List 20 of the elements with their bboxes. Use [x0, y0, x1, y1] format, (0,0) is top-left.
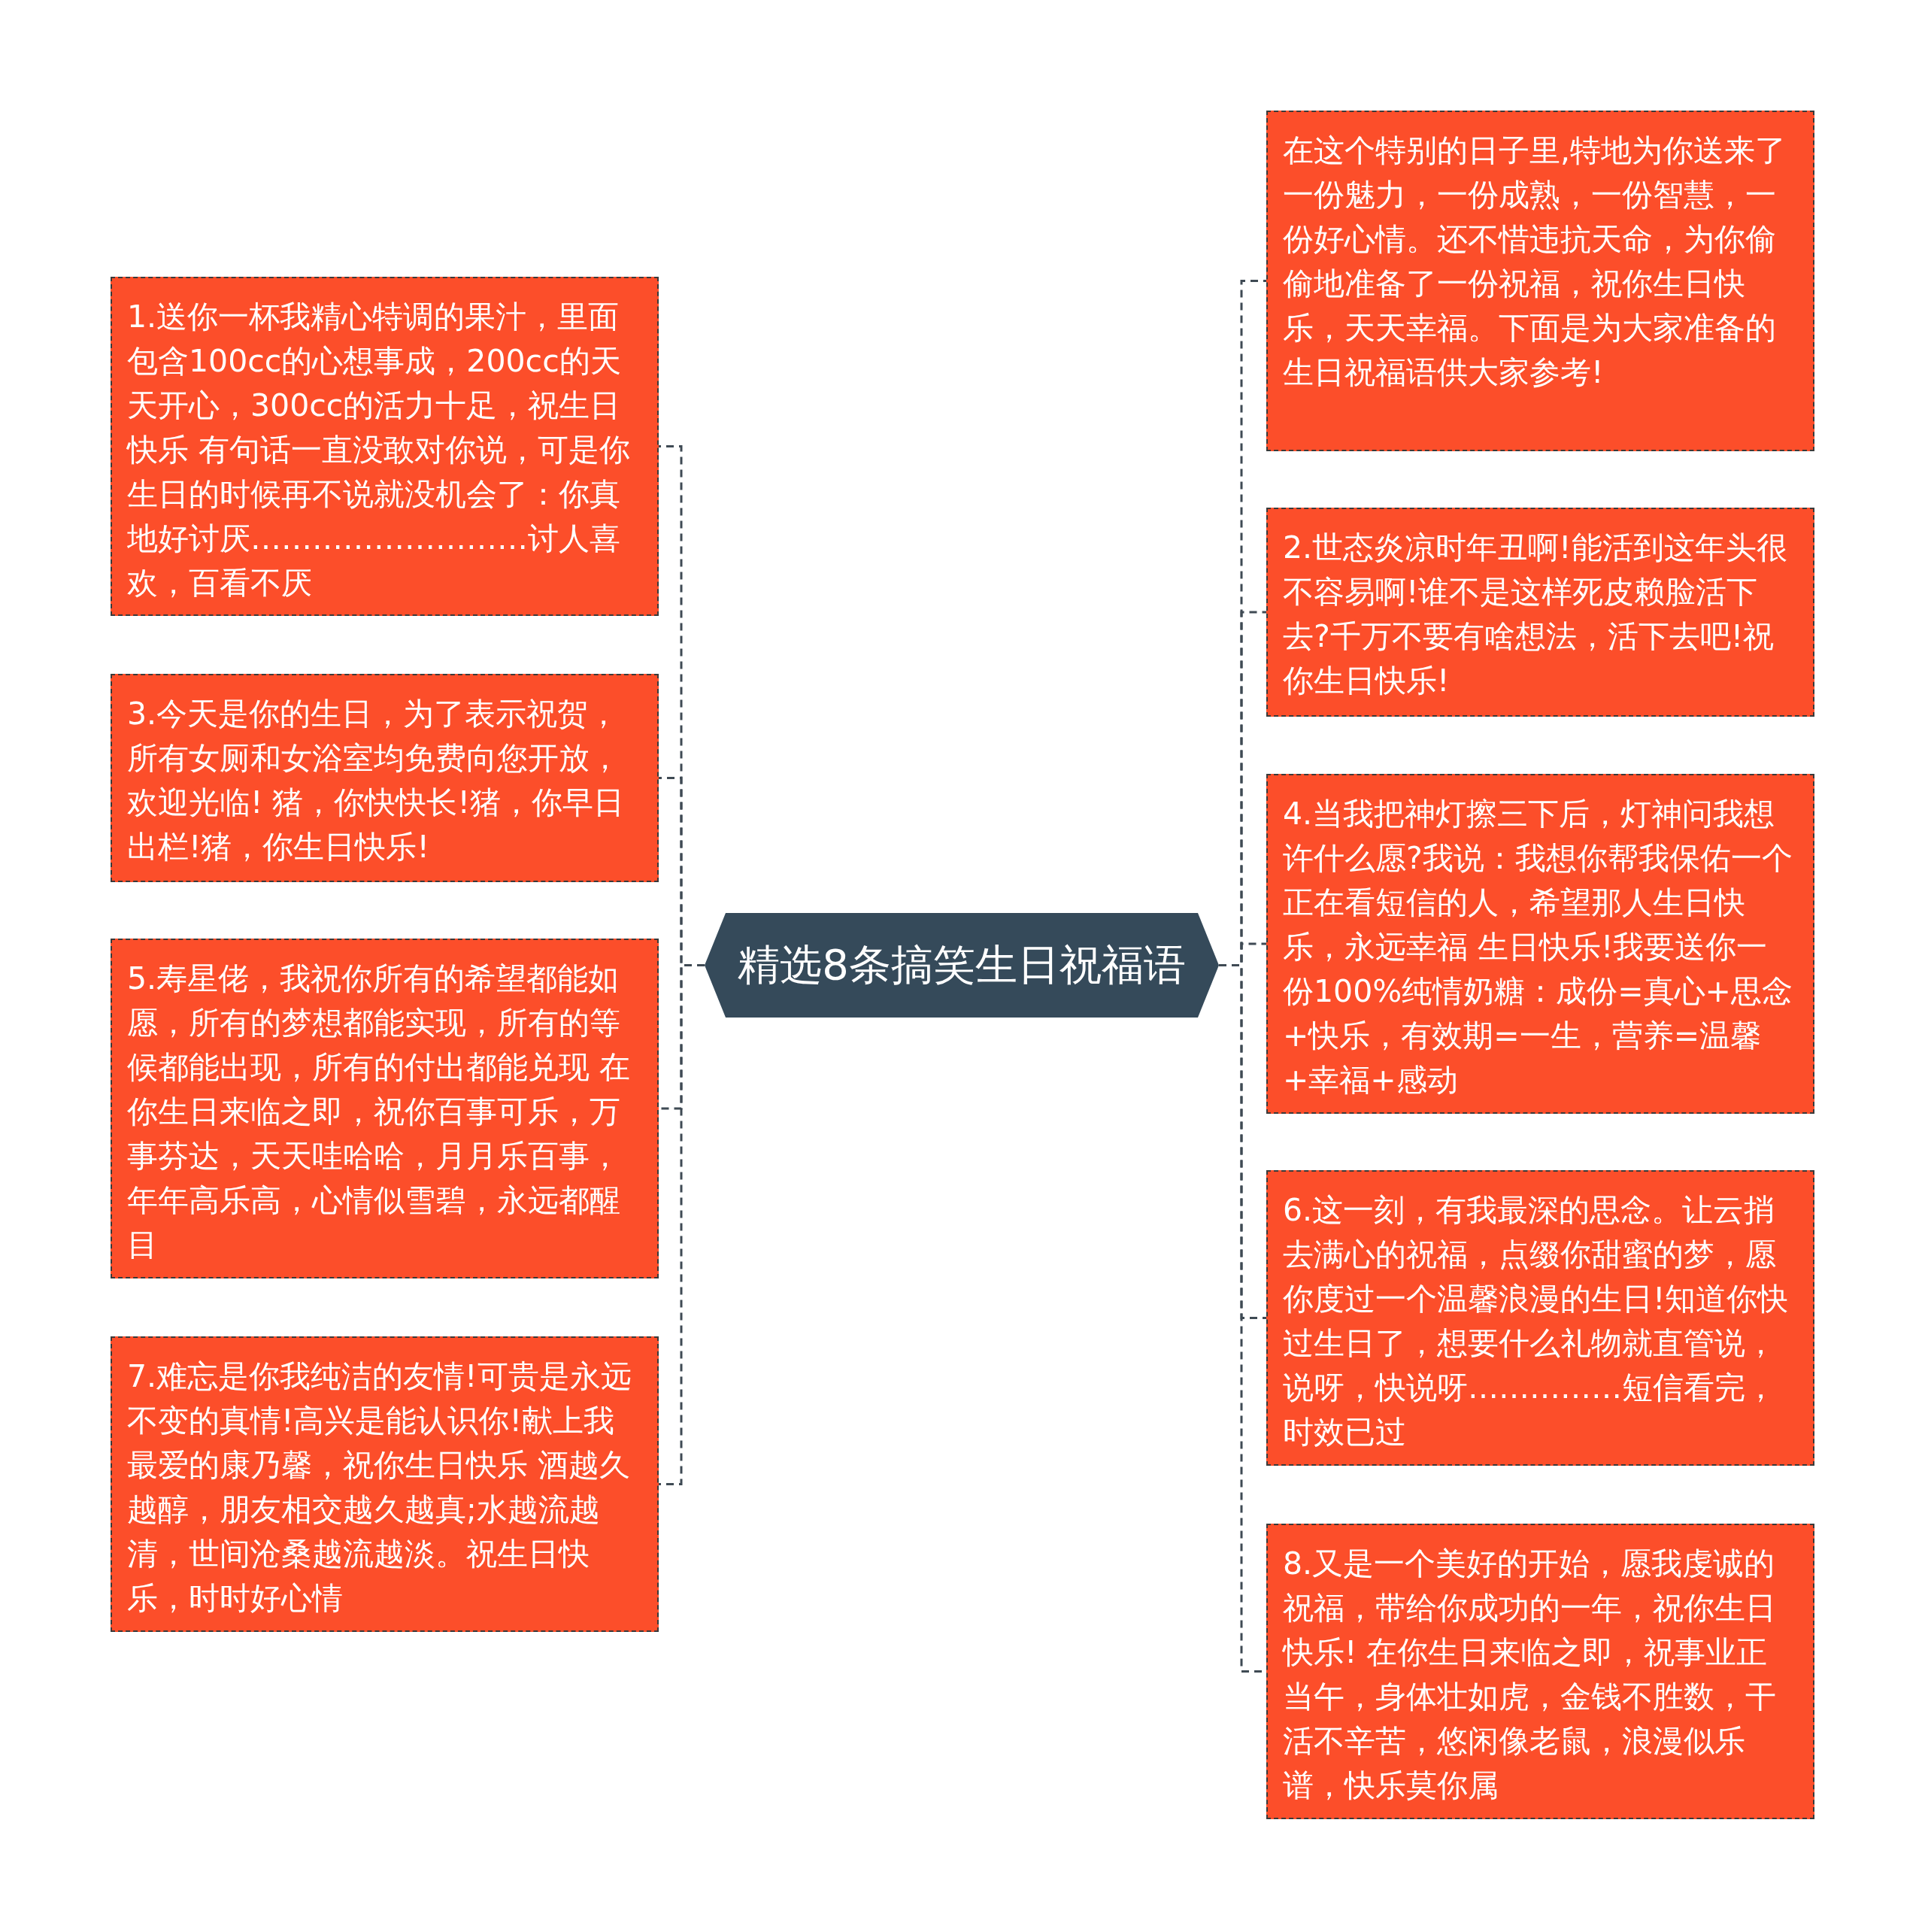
wish-text: 3.今天是你的生日，为了表示祝贺，所有女厕和女浴室均免费向您开放，欢迎光临! 猪，你快快长!猪，你早日出栏!猪，你生日快乐! [127, 695, 625, 866]
topic-card [1266, 1524, 1814, 1819]
topic-card [1266, 774, 1814, 1114]
central-topic-hexagon [705, 913, 1219, 1018]
topic-card [111, 674, 659, 882]
wish-text: 7.难忘是你我纯洁的友情!可贵是永远不变的真情!高兴是能认识你!献上我最爱的康乃馨，祝你生日快乐 酒越久越醇，朋友相交越久越真;水越流越清，世间沧桑越流越淡。祝生日快乐，时时好心情 [127, 1357, 632, 1618]
wish-text: 8.又是一个美好的开始，愿我虔诚的祝福，带给你成功的一年，祝你生日快乐! 在你生日来临之即，祝事业正当午，身体壮如虎，金钱不胜数，干活不辛苦，悠闲像老鼠，浪漫似乐谱，快乐莫你属 [1283, 1545, 1777, 1805]
wish-text: 6.这一刻，有我最深的思念。让云捎去满心的祝福，点缀你甜蜜的梦，愿你度过一个温馨浪漫的生日!知道你快过生日了，想要什么礼物就直管说，说呀，快说呀……………短信看完，时效已过 [1283, 1191, 1790, 1451]
topic-card [111, 939, 659, 1278]
topic-title: 精选8条搞笑生日祝福语 [738, 939, 1186, 990]
wish-text: 4.当我把神灯擦三下后，灯神问我想许什么愿?我说：我想你帮我保佑一个正在看短信的人，希望那人生日快乐，永远幸福 生日快乐!我要送你一份100%纯情奶糖：成份=真心+思念+快乐，有效期=一生，营养=温馨+幸福+感动 [1283, 795, 1793, 1099]
topic-card [1266, 508, 1814, 717]
topic-card [111, 1336, 659, 1632]
wish-text: 5.寿星佬，我祝你所有的希望都能如愿，所有的梦想都能实现，所有的等候都能出现，所有的付出都能兑现 在你生日来临之即，祝你百事可乐，万事芬达，天天哇哈哈，月月乐百事，年年高乐高，心情似雪碧，永远都醒目 [127, 960, 632, 1264]
wish-text: 在这个特别的日子里,特地为你送来了一份魅力，一份成熟，一份智慧，一份好心情。还不惜违抗天命，为你偷偷地准备了一份祝福，祝你生日快乐，天天幸福。下面是为大家准备的生日祝福语供大家参考! [1283, 132, 1787, 392]
topic-card [1266, 111, 1814, 451]
topic-card [1266, 1170, 1814, 1466]
wish-text: 1.送你一杯我精心特调的果汁，里面包含100cc的心想事成，200cc的天天开心，300cc的活力十足，祝生日快乐 有句话一直没敢对你说，可是你生日的时候再不说就没机会了：你真地好讨厌………………………讨人喜欢，百看不厌 [127, 298, 632, 602]
topic-card [111, 277, 659, 616]
wish-text: 2.世态炎凉时年丑啊!能活到这年头很不容易啊!谁不是这样死皮赖脸活下去?千万不要有啥想法，活下去吧!祝你生日快乐! [1283, 529, 1788, 700]
